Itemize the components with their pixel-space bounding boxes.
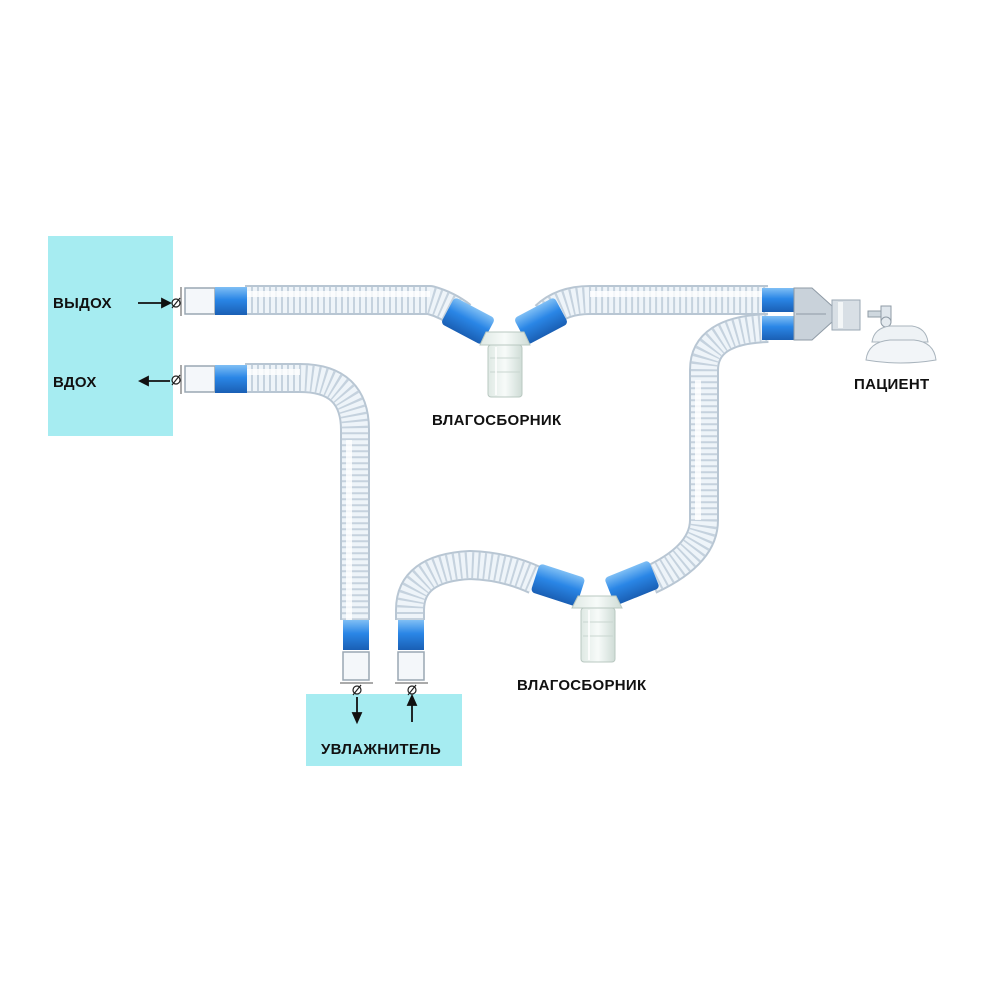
ventilator-inhale-port [180, 365, 247, 394]
exhale-label: ВЫДОХ [53, 295, 112, 312]
moisture-trap-top [442, 298, 567, 398]
ventilator-block [48, 236, 173, 436]
ventilator-exhale-port [180, 287, 247, 316]
inhale-tube-outline [245, 363, 370, 620]
inhale-label: ВДОХ [53, 374, 97, 391]
patient-label: ПАЦИЕНТ [854, 376, 930, 393]
arrow-up-icon [406, 693, 418, 722]
port-symbol-icon [171, 297, 417, 696]
humidifier-inlet-port [395, 620, 428, 684]
humidifier-label: УВЛАЖНИТЕЛЬ [321, 741, 442, 758]
moisture-trap-top-label: ВЛАГОСБОРНИК [432, 412, 562, 429]
moisture-trap-bottom [531, 561, 659, 663]
mask-icon [865, 305, 937, 364]
y-piece-connector [762, 287, 861, 341]
arrow-down-icon [351, 697, 363, 725]
arrow-out-icon [137, 375, 170, 387]
moisture-trap-bottom-label: ВЛАГОСБОРНИК [517, 677, 647, 694]
arrow-in-icon [138, 297, 173, 309]
humidifier-block [306, 694, 462, 766]
humidifier-outlet-port [340, 620, 373, 684]
